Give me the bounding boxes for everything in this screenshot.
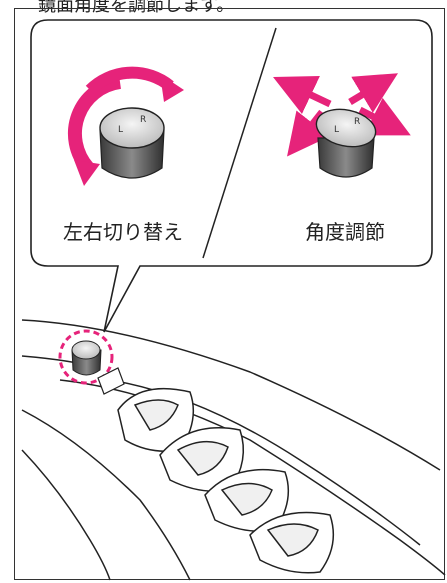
angle-adjust-label: 角度調節 [305,220,385,244]
svg-text:R: R [354,117,360,127]
window-switch-panel [117,387,335,574]
callout-divider [202,27,277,259]
callout-bubble [30,19,433,333]
door-mirror-knob-icon [58,329,125,395]
illustration-frame [14,8,445,580]
left-knob-icon: L R [99,107,165,179]
svg-text:L: L [334,125,339,135]
swap-left-right-label: 左右切り替え [63,220,183,244]
rotate-arrows-icon [67,66,184,186]
knob-right-letter: R [140,115,146,125]
knob-left-letter: L [118,125,123,135]
right-knob-icon: L R [315,108,377,178]
